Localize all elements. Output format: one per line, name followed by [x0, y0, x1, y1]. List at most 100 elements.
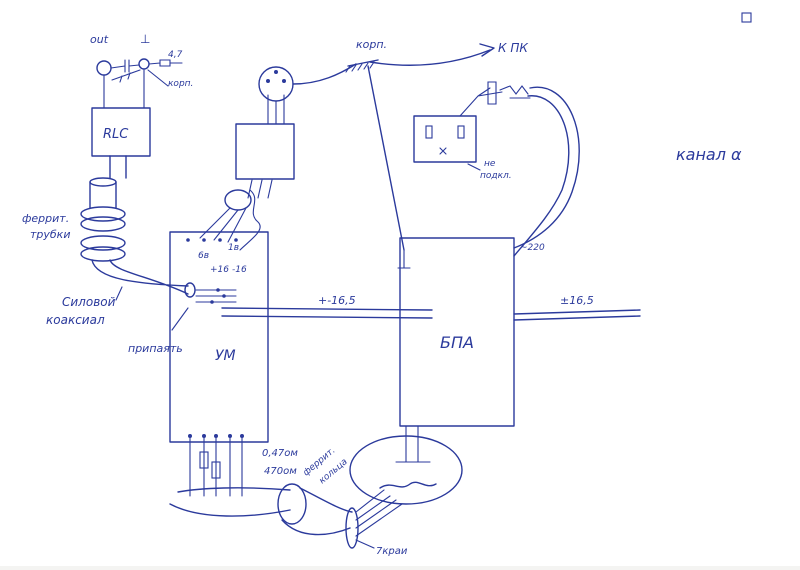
ferrite-tube-body	[89, 181, 117, 209]
connector-to-korp	[292, 63, 357, 85]
to-pc-arrow	[479, 43, 495, 57]
korp-lead	[147, 69, 169, 87]
output-connector-group: out ⊥ 4,7 корп.	[90, 32, 193, 109]
um-pin	[234, 238, 238, 242]
coax-end	[184, 282, 196, 298]
um-out-pin	[240, 434, 244, 438]
twisted-pair	[239, 189, 261, 251]
bpa-to-transformer	[395, 425, 431, 463]
pripaiat-pointer	[171, 307, 189, 331]
label-trubki: трубки	[30, 228, 70, 241]
bpa-block	[399, 237, 515, 427]
ferrite-ring-2	[80, 216, 126, 232]
label-470om: 470ом	[264, 466, 297, 477]
um-pin	[218, 238, 222, 242]
um-solder-points	[171, 288, 237, 331]
transistor-body	[224, 189, 252, 211]
bpa-label: БПА	[440, 333, 474, 352]
label-220: ~220	[520, 243, 545, 253]
out-leads	[103, 69, 145, 109]
label-korp-small: корп.	[168, 79, 193, 89]
um-out-pin	[214, 434, 218, 438]
label-plus16: +16	[210, 265, 229, 275]
ferrite-ring-out-2	[345, 507, 359, 549]
ferrite-ring-4	[80, 246, 126, 262]
solder-dot	[222, 294, 226, 298]
bottom-terminals	[188, 434, 244, 497]
ferrite-tubes-group	[80, 155, 196, 301]
korp-ground-group	[345, 43, 495, 251]
board-leads	[247, 179, 273, 199]
resistor-470	[211, 461, 221, 479]
output-bundle	[169, 487, 291, 517]
label-ferrit: феррит.	[22, 212, 69, 225]
bus-right	[513, 309, 641, 321]
filter-coil	[499, 85, 531, 99]
um-pin	[186, 238, 190, 242]
corner-mark	[741, 12, 752, 23]
pin-2	[282, 79, 286, 83]
um-out-pin	[188, 434, 192, 438]
ferrite-ring-3	[80, 235, 126, 251]
to-pc-cable	[369, 49, 491, 66]
kraia-pointer	[355, 539, 375, 549]
um-label: УМ	[215, 348, 236, 364]
resistor-47-symbol	[148, 59, 183, 67]
silovoy-pointer	[115, 286, 123, 301]
bpa-ground-tab	[397, 249, 411, 269]
capacitor-symbol	[110, 59, 140, 73]
label-podkl: подкл.	[480, 171, 512, 181]
socket-slot-1	[425, 125, 433, 139]
label-6v: 6в	[198, 251, 209, 261]
capacitor-cross-symbol	[111, 69, 141, 83]
label-silovoy: Силовой	[62, 295, 116, 309]
transistor-leads	[199, 207, 247, 243]
label-ne: не	[484, 159, 496, 169]
label-k-pk: К ПК	[498, 41, 528, 55]
label-korp-top: корп.	[356, 38, 387, 51]
label-out: out	[90, 33, 109, 46]
rlc-cable	[109, 155, 127, 179]
um-out-pin	[228, 434, 232, 438]
um-block	[169, 231, 269, 443]
um-pin	[202, 238, 206, 242]
solder-dot	[216, 288, 220, 292]
pin-1	[266, 79, 270, 83]
small-board	[235, 123, 295, 180]
label-bus-right: ±16,5	[560, 294, 594, 307]
socket-group	[413, 81, 531, 171]
bus-left	[221, 307, 433, 311]
label-047om: 0,47ом	[262, 448, 298, 459]
transformer-winding	[379, 481, 437, 489]
label-pripaiat: припаять	[128, 342, 183, 355]
korp-to-bpa	[367, 65, 405, 251]
socket-slot-2	[457, 125, 465, 139]
label-kanal: канал α	[676, 145, 742, 164]
um-out-pin	[202, 434, 206, 438]
rlc-block	[91, 107, 151, 157]
label-1v: 1в	[228, 243, 239, 253]
solder-lines	[195, 289, 237, 303]
transistor-group	[199, 189, 261, 251]
rlc-label: RLC	[103, 127, 129, 142]
ferrite-ring-out	[277, 483, 307, 525]
um-out-wires	[189, 437, 243, 497]
connector-leads	[267, 94, 285, 125]
bus-left-2	[221, 315, 433, 319]
socket-body	[413, 115, 477, 163]
korp-hatch	[345, 61, 375, 73]
ground-terminal-circle	[138, 58, 150, 70]
fuse-symbol	[487, 81, 497, 105]
out-terminal-circle	[96, 60, 112, 76]
um-top-terminals	[186, 238, 238, 242]
label-4-7: 4,7	[168, 50, 183, 60]
socket-ground-mark	[439, 147, 447, 155]
korp-bar	[347, 59, 379, 67]
ne-podkl-pointer	[467, 163, 481, 171]
solder-dot	[210, 300, 214, 304]
label-bus-left: +-16,5	[318, 294, 356, 307]
ferrite-tube-top	[89, 177, 117, 187]
pin-3	[274, 70, 278, 74]
